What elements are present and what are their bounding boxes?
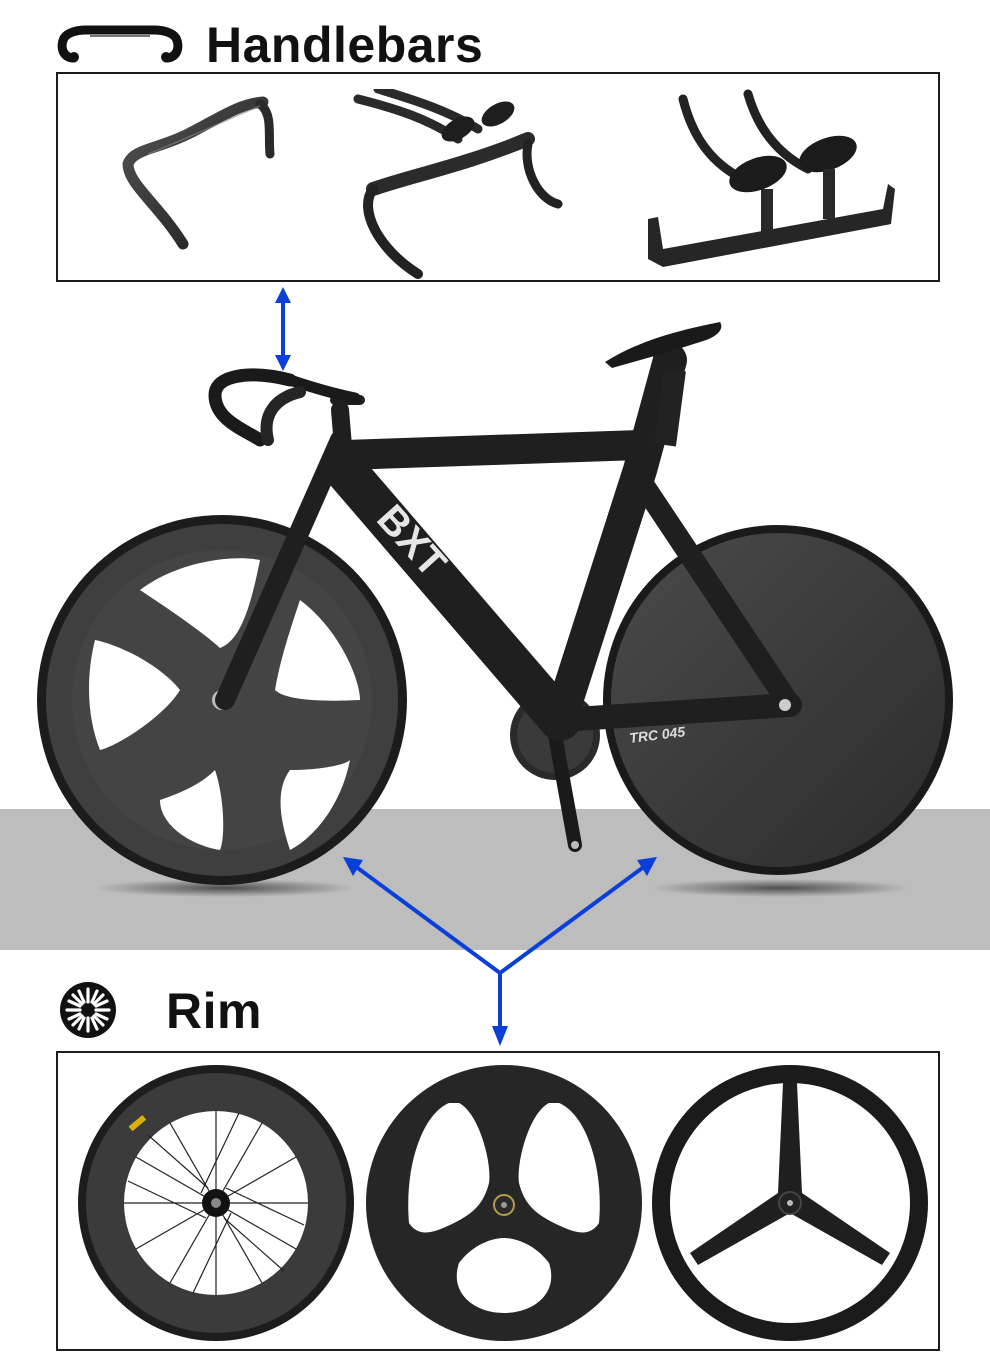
- base-bar-aero-image[interactable]: [633, 89, 903, 269]
- wheel-icon: [58, 980, 118, 1040]
- spoked-rim-image[interactable]: [76, 1063, 356, 1343]
- handlebar-icon: [56, 24, 184, 66]
- tri-spoke-narrow-image[interactable]: [650, 1063, 930, 1343]
- handlebars-box: [56, 72, 940, 282]
- handlebars-header: Handlebars: [56, 18, 556, 70]
- chainstay-label-text: TRC 045: [628, 723, 686, 746]
- handlebar-link-arrow-icon: [272, 287, 294, 371]
- aero-drop-handlebar-image[interactable]: [348, 89, 578, 279]
- track-bike-image: BXT TRC 045: [0, 300, 990, 900]
- tri-spoke-wide-image[interactable]: [364, 1063, 644, 1343]
- drop-handlebar-image[interactable]: [88, 94, 288, 269]
- rim-link-arrows-icon: [335, 850, 665, 1050]
- handlebars-title: Handlebars: [206, 17, 484, 73]
- rim-title: Rim: [166, 983, 262, 1039]
- rim-header: Rim: [56, 978, 356, 1042]
- rim-box: [56, 1051, 940, 1351]
